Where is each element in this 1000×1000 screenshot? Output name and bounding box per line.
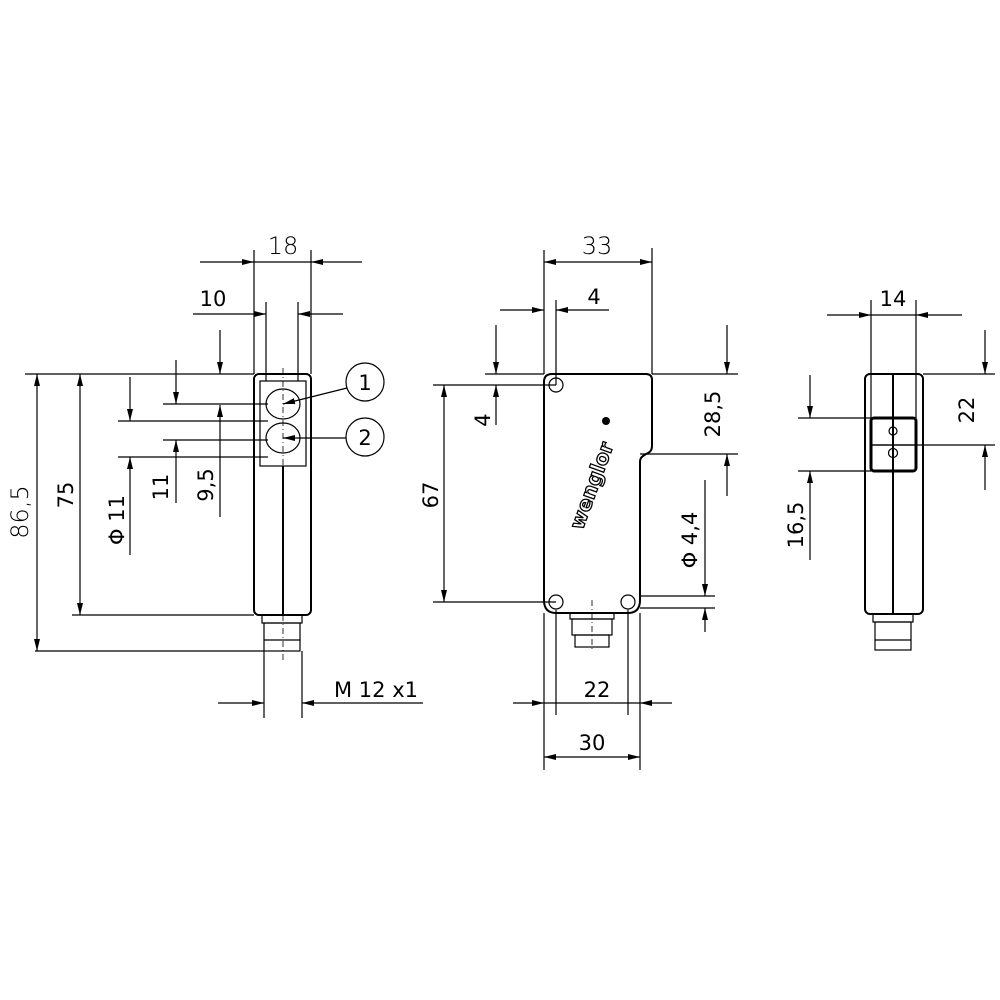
brand-logo: wenglor bbox=[565, 439, 619, 533]
dim-hole-offset-x-4: 4 bbox=[587, 285, 600, 309]
adjust-screw bbox=[887, 447, 899, 459]
dim-lens-spacing-11: 11 bbox=[149, 474, 173, 501]
dim-step-height-28-5: 28,5 bbox=[701, 391, 725, 438]
dim-hole-spacing-22: 22 bbox=[584, 678, 611, 702]
dim-hole-spacing-67: 67 bbox=[419, 482, 443, 509]
dim-width-33: 33 bbox=[582, 232, 613, 260]
dim-lens-width-10: 10 bbox=[200, 287, 227, 311]
mounting-hole bbox=[620, 594, 636, 610]
dim-lens-diameter: Φ 11 bbox=[105, 495, 129, 545]
dim-window-offset-22: 22 bbox=[955, 397, 979, 424]
callout-1 bbox=[345, 362, 385, 402]
dim-base-width-30: 30 bbox=[579, 731, 606, 755]
right-view: 14 22 16,5 bbox=[784, 287, 995, 651]
dim-width-18: 18 bbox=[268, 232, 299, 260]
left-view: 1 2 18 10 86,5 75 Φ 11 11 9,5 bbox=[6, 232, 423, 718]
dim-body-height-75: 75 bbox=[54, 482, 78, 509]
connector-neck bbox=[261, 614, 303, 624]
dim-thread-m12: M 12 x1 bbox=[334, 678, 418, 702]
dim-lens-offset-9-5: 9,5 bbox=[194, 468, 218, 501]
dim-hole-diameter: Φ 4,4 bbox=[678, 512, 702, 569]
sensor-body-front bbox=[543, 373, 653, 614]
front-view: wenglor 33 4 4 67 28,5 Φ 4,4 bbox=[419, 232, 738, 770]
indicator-led bbox=[888, 426, 898, 436]
dim-window-height-16-5: 16,5 bbox=[784, 502, 808, 549]
callout-2-label: 2 bbox=[358, 426, 371, 450]
connector-m12 bbox=[874, 621, 912, 651]
dim-total-height-86-5: 86,5 bbox=[6, 485, 34, 538]
callout-1-label: 1 bbox=[358, 371, 371, 395]
registered-mark-icon bbox=[602, 417, 610, 425]
callout-2 bbox=[345, 417, 385, 457]
connector-neck bbox=[872, 613, 914, 623]
dim-hole-offset-y-4: 4 bbox=[471, 413, 495, 426]
dim-width-14: 14 bbox=[880, 287, 907, 311]
connector-m12 bbox=[263, 622, 301, 652]
